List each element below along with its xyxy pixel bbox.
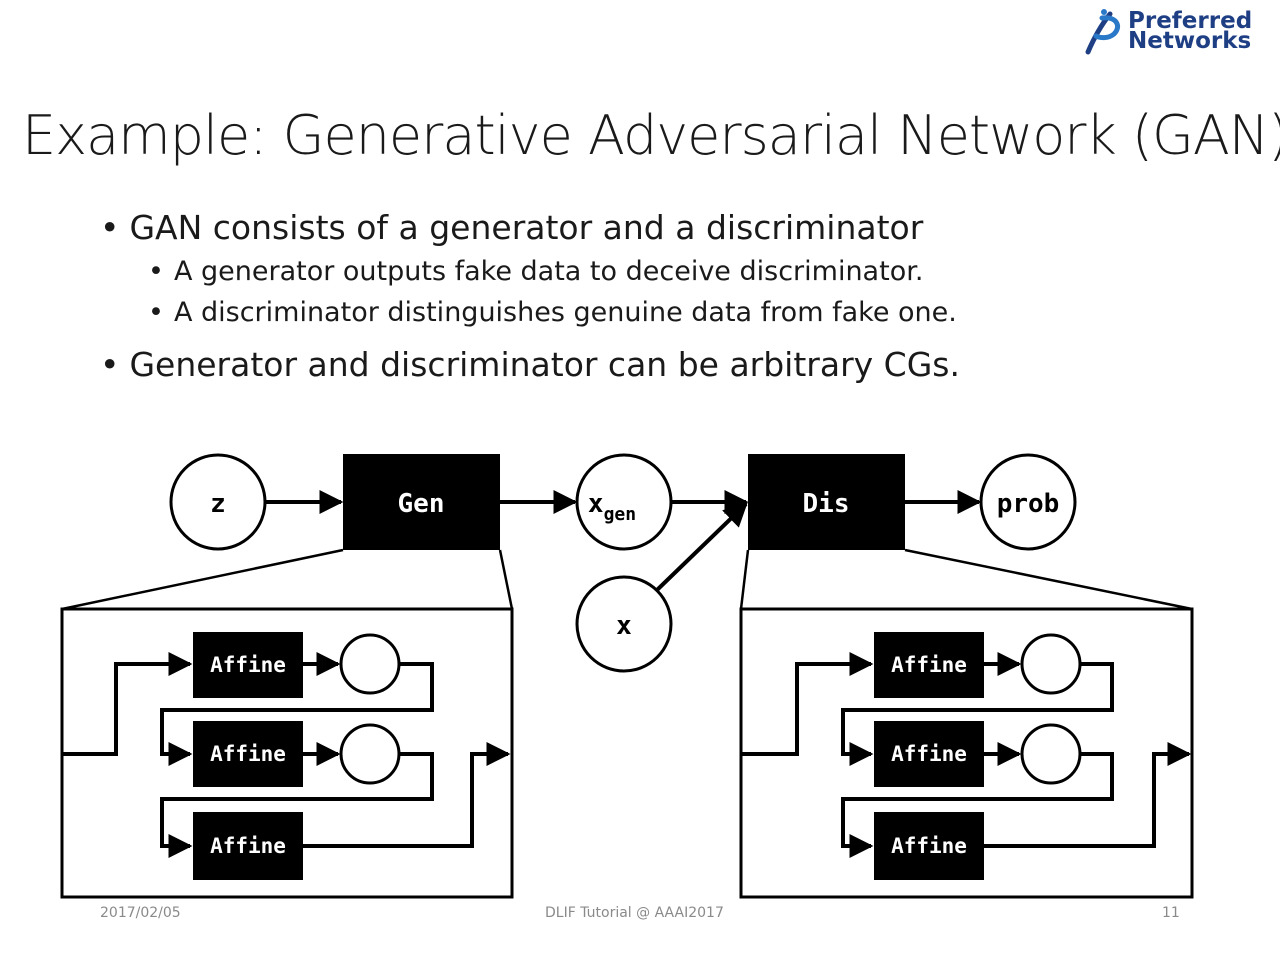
gen-wire-act2-affine3 (160, 752, 434, 858)
dis-affine-block-1 (874, 632, 984, 698)
footer-center-text: DLIF Tutorial @ AAAI2017 (545, 905, 724, 921)
bullet-text: GAN consists of a generator and a discri… (129, 208, 924, 247)
logo-text-line2: Networks (1128, 28, 1252, 54)
arrow-x-dis (655, 502, 748, 592)
dis-wire-act2-affine3 (841, 752, 1114, 858)
gen-activation-node-1 (339, 633, 401, 695)
bullet-item: •GAN consists of a generator and a discr… (100, 208, 923, 247)
gen-wire-act1-affine2 (160, 662, 434, 766)
gen-zoom-line-left (61, 548, 344, 611)
gen-input-wire (62, 652, 193, 756)
z-label: z (210, 489, 226, 519)
bullet-item: •Generator and discriminator can be arbi… (100, 345, 960, 384)
dis-affine-block-2 (874, 721, 984, 787)
dis-block (748, 454, 905, 550)
gen-label: Gen (398, 489, 445, 519)
bullet-dot-icon: • (148, 256, 164, 287)
dis-activation-node-1 (1020, 633, 1082, 695)
gen-affine-block-3 (193, 812, 303, 880)
dis-wire-act1-affine2 (841, 662, 1114, 766)
dis-affine-block-3 (874, 812, 984, 880)
gen-output-wire (303, 742, 511, 848)
gen-affine-block-2 (193, 721, 303, 787)
footer-date: 2017/02/05 (100, 905, 181, 921)
bullet-dot-icon: • (148, 297, 164, 328)
dis-output-wire (984, 742, 1192, 848)
xgen-subscript: gen (604, 504, 637, 525)
dis-zoom-line-left (739, 549, 750, 610)
sub-bullet-text: A discriminator distinguishes genuine da… (173, 297, 957, 328)
sub-bullet-item: • A generator outputs fake data to deceiv… (148, 256, 923, 287)
bullet-dot-icon: • (100, 345, 120, 384)
dis-affine-label-2: Affine (891, 742, 967, 766)
bullet-text: Generator and discriminator can be arbit… (129, 345, 960, 384)
logo-text-line1: Preferred (1128, 8, 1253, 34)
gen-affine-block-1 (193, 632, 303, 698)
sub-bullet-text: A generator outputs fake data to deceive… (173, 256, 924, 287)
gen-zoom-line-right (498, 549, 514, 610)
footer-page-number: 11 (1162, 905, 1180, 921)
xgen-label: xgen (588, 489, 636, 525)
preferred-networks-logo-icon (1085, 9, 1120, 55)
dis-input-wire (741, 652, 874, 756)
z-node (169, 453, 267, 551)
x-label: x (616, 611, 632, 641)
dis-zoom-line-right (904, 548, 1193, 611)
gen-affine-label-1: Affine (210, 653, 286, 677)
slide-title: Example: Generative Adversarial Network … (22, 104, 1280, 167)
gen-affine-label-2: Affine (210, 742, 286, 766)
sub-bullet-item: • A discriminator distinguishes genuine d… (148, 297, 957, 328)
dis-affine-label-3: Affine (891, 834, 967, 858)
dis-label: Dis (803, 489, 850, 519)
gen-block (343, 454, 500, 550)
x-node (575, 575, 673, 673)
dis-affine-label-1: Affine (891, 653, 967, 677)
dis-activation-node-2 (1020, 723, 1082, 785)
gen-affine-label-3: Affine (210, 834, 286, 858)
prob-label: prob (997, 489, 1060, 519)
xgen-main: x (588, 489, 604, 519)
bullet-dot-icon: • (100, 208, 120, 247)
gen-activation-node-2 (339, 723, 401, 785)
